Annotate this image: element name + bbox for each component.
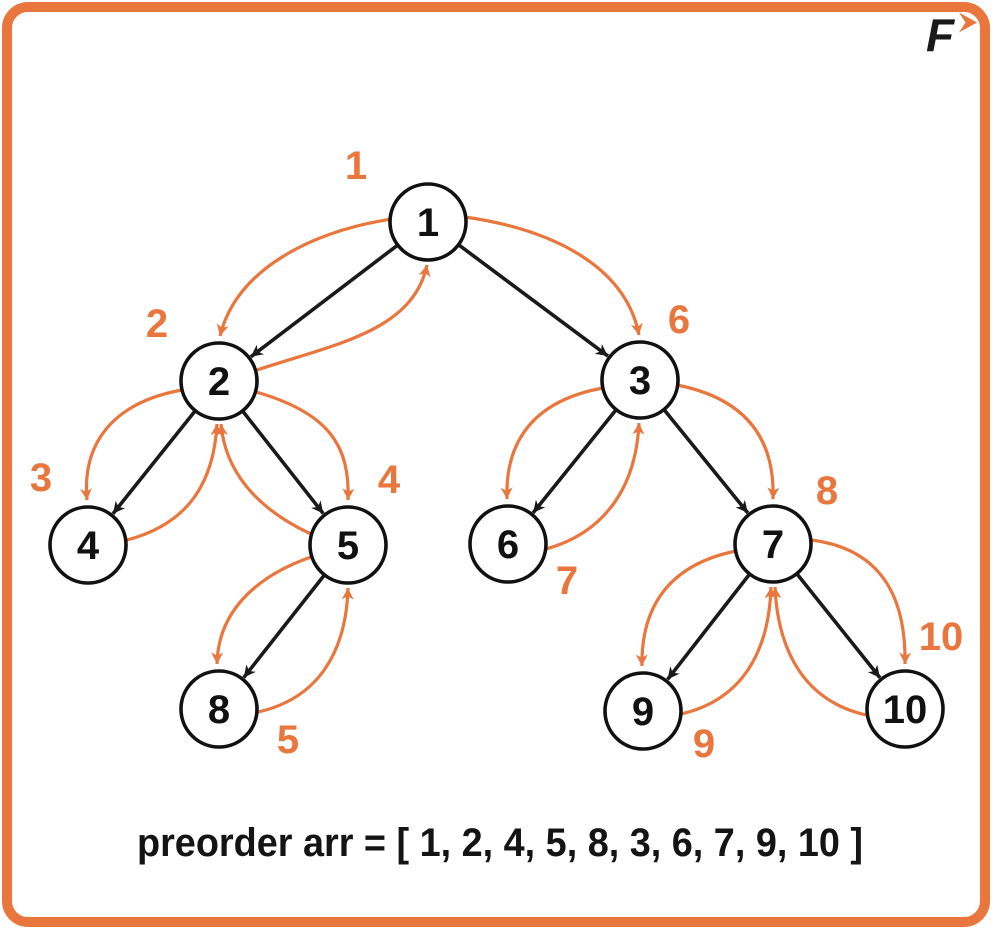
step-label-2-node-2: 2 [146,302,168,346]
tree-node-circle [388,182,468,262]
tree-node-value: 6 [497,523,519,567]
traversal-arrow-return-5-to-2 [216,423,312,536]
traversal-arrow-visit-5-to-8 [211,555,312,665]
preorder-caption: preorder arr = [ 1, 2, 4, 5, 8, 3, 6, 7,… [137,821,863,865]
tree-node-value: 7 [762,523,784,567]
tree-edge-3-to-7 [662,408,750,515]
tree-edge-5-to-8 [242,573,326,679]
tree-node-4: 4 [48,505,128,585]
tree-node-circle [600,340,680,420]
tree-edge-7-to-9 [666,572,752,681]
logo: F [926,9,977,61]
traversal-arrow-visit-7-to-9 [635,549,737,667]
traversal-arrow-visit-1-to-2 [216,217,393,337]
step-label-10-node-10: 10 [919,615,964,659]
tree-node-8: 8 [179,669,259,749]
tree-node-value: 9 [632,690,654,734]
logo-letter: F [926,9,956,61]
tree-node-circle [733,504,813,584]
step-label-7-node-6: 7 [556,559,578,603]
traversal-arrows-layer [79,215,912,717]
tree-edge-2-to-4 [111,409,197,515]
traversal-arrow-return-2-to-1 [256,264,431,372]
tree-node-7: 7 [733,504,813,584]
tree-node-circle [865,669,945,749]
tree-node-value: 3 [629,359,651,403]
tree-edges-layer [111,243,882,681]
tree-node-1: 1 [388,182,468,262]
tree-edge-1-to-3 [457,243,610,358]
step-label-8-node-7: 8 [816,469,838,513]
step-label-5-node-8: 5 [277,718,299,762]
step-label-1-node-1: 1 [345,144,367,188]
tree-node-value: 5 [337,524,359,568]
tree-node-6: 6 [468,504,548,584]
tree-node-value: 2 [208,360,230,404]
tree-node-circle [48,505,128,585]
tree-node-circle [179,669,259,749]
traversal-arrow-visit-7-to-10 [810,538,912,665]
traversal-arrow-visit-1-to-3 [464,215,643,336]
tree-node-value: 1 [417,201,439,245]
logo-chevron-icon [959,12,977,33]
tree-node-9: 9 [603,671,683,751]
traversal-arrow-return-4-to-2 [126,423,223,542]
tree-node-value: 10 [883,688,928,732]
tree-node-circle [308,505,388,585]
traversal-arrow-visit-2-to-5 [255,390,355,501]
step-label-9-node-9: 9 [693,722,715,766]
traversal-arrow-visit-2-to-4 [79,388,183,501]
tree-node-value: 8 [208,688,230,732]
traversal-arrow-return-9-to-7 [680,586,777,716]
tree-node-2: 2 [179,341,259,421]
tree-node-3: 3 [600,340,680,420]
traversal-arrow-return-6-to-3 [545,422,645,551]
tree-edge-3-to-6 [531,408,618,514]
tree-node-10: 10 [865,669,945,749]
tree-edge-2-to-5 [241,409,325,515]
traversal-arrow-return-10-to-7 [769,586,867,717]
tree-node-circle [468,504,548,584]
traversal-arrow-return-8-to-5 [257,587,354,714]
traversal-arrow-visit-3-to-7 [676,383,780,500]
tree-edge-7-to-10 [795,572,882,679]
tree-node-circle [603,671,683,751]
step-label-4-node-5: 4 [378,458,401,502]
tree-node-circle [179,341,259,421]
tree-node-value: 4 [77,524,100,568]
tree-edge-1-to-2 [249,243,399,359]
step-label-3-node-4: 3 [30,456,52,500]
tree-node-5: 5 [308,505,388,585]
traversal-arrow-visit-3-to-6 [500,386,604,500]
step-label-6-node-3: 6 [668,298,690,342]
